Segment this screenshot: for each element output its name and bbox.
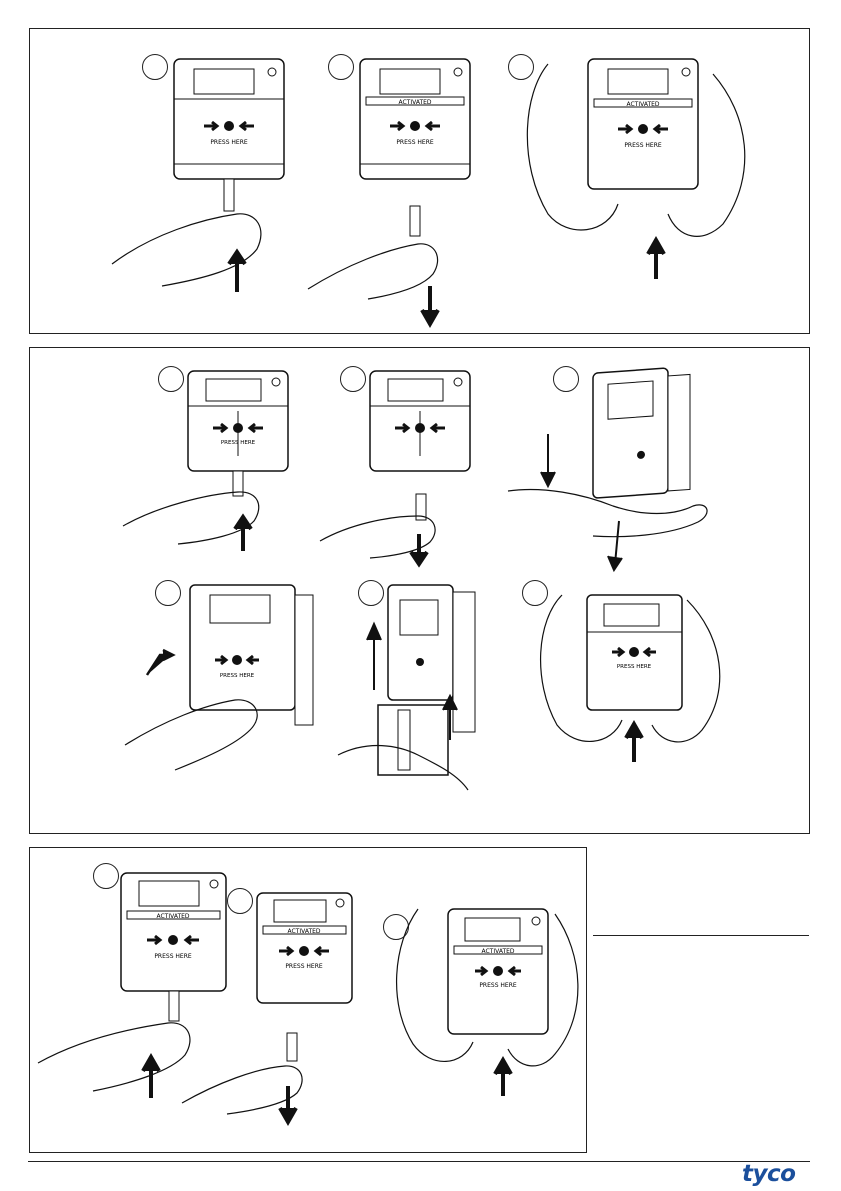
instruction-panel-2: PRESS HERE bbox=[29, 347, 810, 834]
activated-label: ACTIVATED bbox=[626, 101, 659, 108]
press-here-label: PRESS HERE bbox=[396, 139, 434, 146]
instruction-panel-3: ACTIVATED PRESS HERE ACTIVATED bbox=[29, 847, 587, 1153]
press-here-label: PRESS HERE bbox=[624, 142, 662, 149]
press-here-label: PRESS HERE bbox=[479, 982, 517, 989]
direction-arrow bbox=[229, 252, 245, 292]
press-here-label: PRESS HERE bbox=[210, 139, 248, 146]
call-point-device: ACTIVATED PRESS HERE bbox=[121, 873, 226, 991]
device-key-insert-illustration: PRESS HERE bbox=[158, 366, 338, 556]
device-key-insert-illustration: PRESS HERE bbox=[142, 54, 342, 304]
direction-arrow bbox=[541, 434, 555, 486]
direction-arrow bbox=[235, 517, 251, 551]
device-cover-push-illustration: PRESS HERE bbox=[522, 580, 762, 765]
direction-arrow bbox=[495, 1060, 511, 1096]
device-key-remove-illustration: ACTIVATED PRESS HERE bbox=[328, 54, 528, 334]
press-here-label: PRESS HERE bbox=[285, 963, 323, 970]
direction-arrow bbox=[280, 1086, 296, 1122]
hand-illustration bbox=[308, 244, 438, 299]
brand-logo: tyco bbox=[742, 1161, 795, 1187]
call-point-device: PRESS HERE bbox=[587, 595, 682, 710]
device-cover-push-illustration: ACTIVATED PRESS HERE bbox=[383, 914, 593, 1104]
direction-arrow bbox=[147, 650, 173, 675]
device-front-slide-illustration bbox=[553, 366, 753, 576]
activated-label: ACTIVATED bbox=[156, 913, 189, 920]
device-key-remove-illustration bbox=[340, 366, 520, 566]
activated-label: ACTIVATED bbox=[481, 948, 514, 955]
direction-arrow bbox=[411, 534, 427, 564]
activated-label: ACTIVATED bbox=[287, 928, 320, 935]
direction-arrow bbox=[648, 240, 664, 279]
call-point-device: PRESS HERE bbox=[174, 59, 284, 179]
call-point-device: PRESS HERE bbox=[188, 371, 288, 471]
press-here-label: PRESS HERE bbox=[154, 953, 192, 960]
instruction-panel-1: PRESS HERE ACTIVATED PRESS HERE bbox=[29, 28, 810, 334]
direction-arrow bbox=[422, 286, 438, 324]
test-key-icon bbox=[169, 991, 179, 1021]
hand-illustration bbox=[38, 1023, 190, 1091]
device-cover-push-illustration: ACTIVATED PRESS HERE bbox=[508, 54, 768, 284]
test-key-icon bbox=[287, 1033, 297, 1061]
test-key-icon bbox=[410, 206, 420, 236]
test-key-icon bbox=[224, 179, 234, 211]
call-point-device: ACTIVATED PRESS HERE bbox=[448, 909, 548, 1034]
press-here-label: PRESS HERE bbox=[221, 440, 256, 446]
press-here-label: PRESS HERE bbox=[220, 673, 255, 679]
side-divider-rule bbox=[593, 935, 809, 936]
footer-rule bbox=[28, 1161, 810, 1162]
call-point-device bbox=[593, 366, 690, 498]
direction-arrow bbox=[626, 724, 642, 762]
call-point-device bbox=[370, 371, 470, 471]
device-key-remove-illustration: ACTIVATED PRESS HERE bbox=[227, 888, 407, 1128]
direction-arrow bbox=[367, 624, 381, 690]
call-point-device: ACTIVATED PRESS HERE bbox=[257, 893, 352, 1003]
device-front-tilt-illustration: PRESS HERE bbox=[155, 580, 355, 780]
call-point-device: ACTIVATED PRESS HERE bbox=[588, 59, 698, 189]
activated-label: ACTIVATED bbox=[398, 99, 431, 106]
press-here-label: PRESS HERE bbox=[617, 664, 652, 670]
hand-illustration bbox=[123, 492, 259, 544]
call-point-device: ACTIVATED PRESS HERE bbox=[360, 59, 470, 179]
direction-arrow bbox=[608, 521, 622, 570]
